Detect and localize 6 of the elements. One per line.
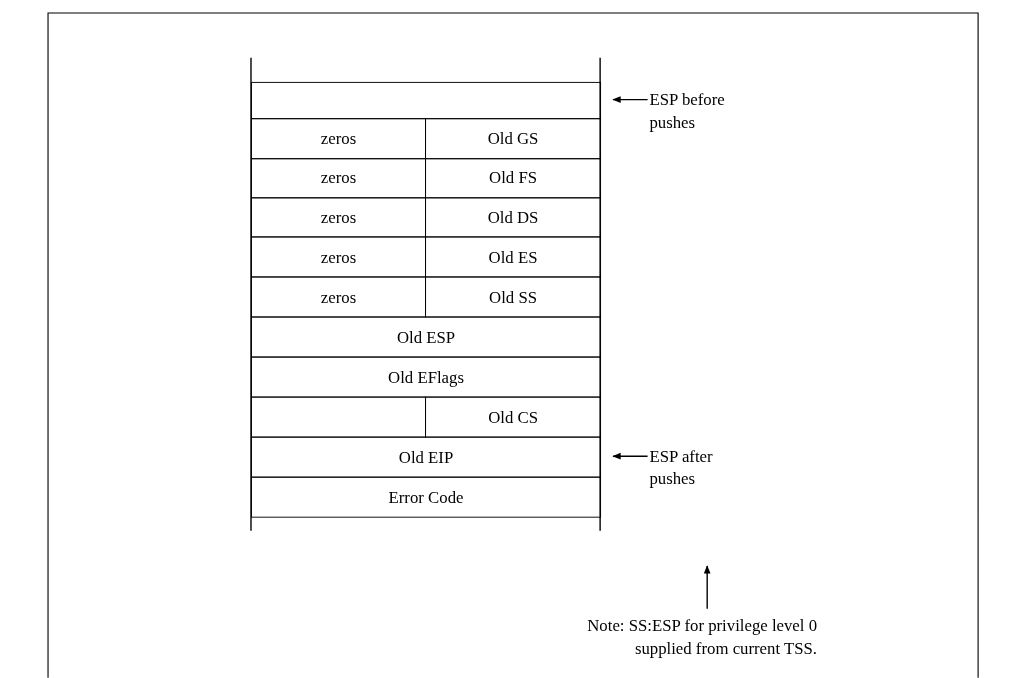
- arrow: [612, 96, 649, 103]
- pointer-label: ESP after pushes: [649, 445, 743, 490]
- pointer-label: ESP before pushes: [649, 88, 743, 134]
- arrow: [703, 565, 711, 610]
- note-text: Note: SS:ESP for privilege level 0 supplied from current TSS.: [556, 614, 818, 660]
- arrow: [612, 452, 649, 460]
